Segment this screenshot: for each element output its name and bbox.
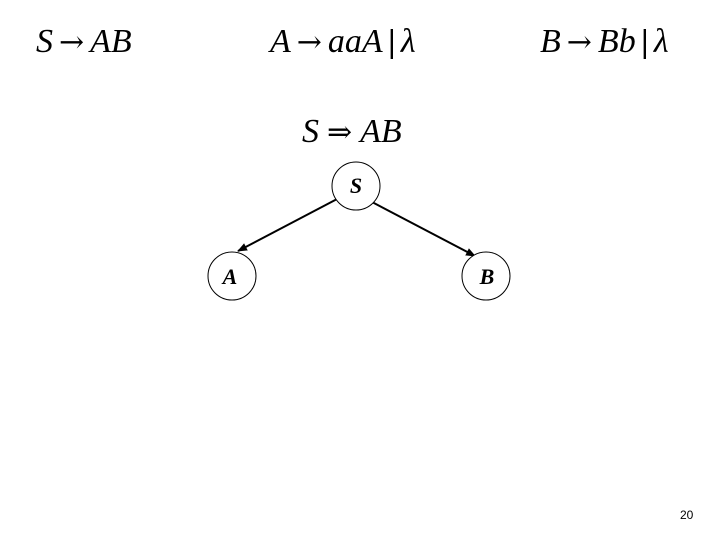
tree-edge-s-b <box>371 201 476 257</box>
tree-edge-s-a <box>237 197 340 252</box>
tree-node-b-label: B <box>479 264 495 289</box>
rule-b-arrow: → <box>566 25 592 60</box>
rule-s-arrow: → <box>59 25 85 60</box>
grammar-rule-s: S→AB <box>36 22 132 63</box>
tree-node-a: A <box>207 251 257 301</box>
rule-s-rhs: AB <box>90 23 132 60</box>
rule-a-arrow: → <box>296 25 322 60</box>
tree-node-a-label: A <box>221 264 238 289</box>
rule-b-bar: | <box>639 25 650 60</box>
derivation-rhs: AB <box>360 113 402 150</box>
rule-a-bar: | <box>386 25 397 60</box>
page-number: 20 <box>680 508 694 522</box>
rule-b-rhs-1: Bb <box>597 23 636 60</box>
rule-a-rhs-2: λ <box>400 23 416 60</box>
rule-b-rhs-2: λ <box>653 23 669 60</box>
derivation-arrow: ⇒ <box>327 115 353 150</box>
tree-node-s: S <box>331 161 381 211</box>
grammar-rule-a: A→aaA|λ <box>270 22 416 63</box>
tree-node-s-label: S <box>350 173 362 198</box>
grammar-rule-b: B→Bb|λ <box>540 22 669 63</box>
rule-a-rhs-1: aaA <box>327 23 383 60</box>
rule-a-lhs: A <box>270 23 291 60</box>
rule-s-lhs: S <box>36 23 53 60</box>
tree-node-b: B <box>461 251 511 301</box>
derivation-step: S⇒AB <box>302 112 402 153</box>
derivation-lhs: S <box>302 113 319 150</box>
rule-b-lhs: B <box>540 23 561 60</box>
